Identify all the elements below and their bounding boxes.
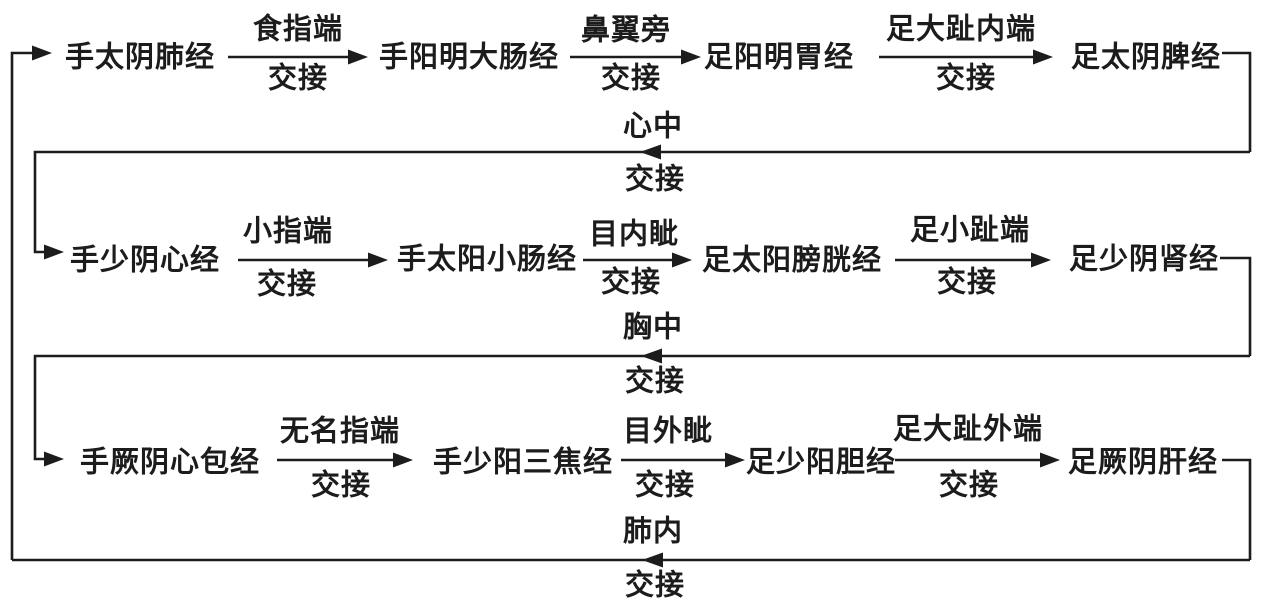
node-hand-taiyang-small-intestine: 手太阳小肠经: [396, 241, 578, 276]
return-site-label: 肺内: [622, 513, 684, 548]
junction-action-label: 交接: [256, 266, 318, 301]
node-hand-shaoyang-sanjiao: 手少阳三焦经: [432, 444, 614, 479]
node-hand-jueyin-pericardium: 手厥阴心包经: [79, 444, 261, 479]
node-foot-taiyang-bladder: 足太阳膀胱经: [701, 242, 883, 277]
return-action-label: 交接: [624, 363, 686, 398]
junction-site-label: 鼻翼旁: [580, 12, 672, 47]
node-hand-shaoyin-heart: 手少阴心经: [69, 242, 221, 277]
node-foot-shaoyin-kidney: 足少阴肾经: [1068, 241, 1220, 276]
junction-site-label: 足小趾端: [909, 212, 1031, 247]
node-foot-jueyin-liver: 足厥阴肝经: [1067, 444, 1219, 479]
node-hand-yangming-large-intestine: 手阳明大肠经: [378, 39, 560, 74]
junction-site-label: 目内眦: [588, 216, 680, 251]
junction-site-label: 足大趾内端: [885, 11, 1037, 46]
return-site-label: 心中: [622, 108, 684, 143]
return-site-label: 胸中: [622, 309, 684, 344]
node-foot-yangming-stomach: 足阳明胃经: [703, 39, 855, 74]
junction-action-label: 交接: [936, 264, 998, 299]
return-action-label: 交接: [624, 567, 686, 602]
junction-action-label: 交接: [634, 467, 696, 502]
junction-action-label: 交接: [267, 60, 329, 95]
junction-site-label: 小指端: [242, 213, 334, 248]
node-hand-taiyin-lung: 手太阴肺经: [64, 39, 216, 74]
junction-action-label: 交接: [938, 467, 1000, 502]
arrowheads: [32, 45, 1060, 568]
junction-site-label: 目外眦: [622, 413, 714, 448]
junction-action-label: 交接: [600, 264, 662, 299]
junction-action-label: 交接: [310, 467, 372, 502]
junction-action-label: 交接: [935, 60, 997, 95]
junction-site-label: 足大趾外端: [892, 411, 1044, 446]
junction-action-label: 交接: [600, 60, 662, 95]
outer-loop-line: [10, 51, 34, 560]
return-action-label: 交接: [624, 161, 686, 196]
node-foot-shaoyang-gallbladder: 足少阳胆经: [745, 444, 897, 479]
node-foot-taiyin-spleen: 足太阴脾经: [1070, 39, 1222, 74]
junction-site-label: 食指端: [252, 11, 344, 46]
junction-site-label: 无名指端: [279, 413, 401, 448]
